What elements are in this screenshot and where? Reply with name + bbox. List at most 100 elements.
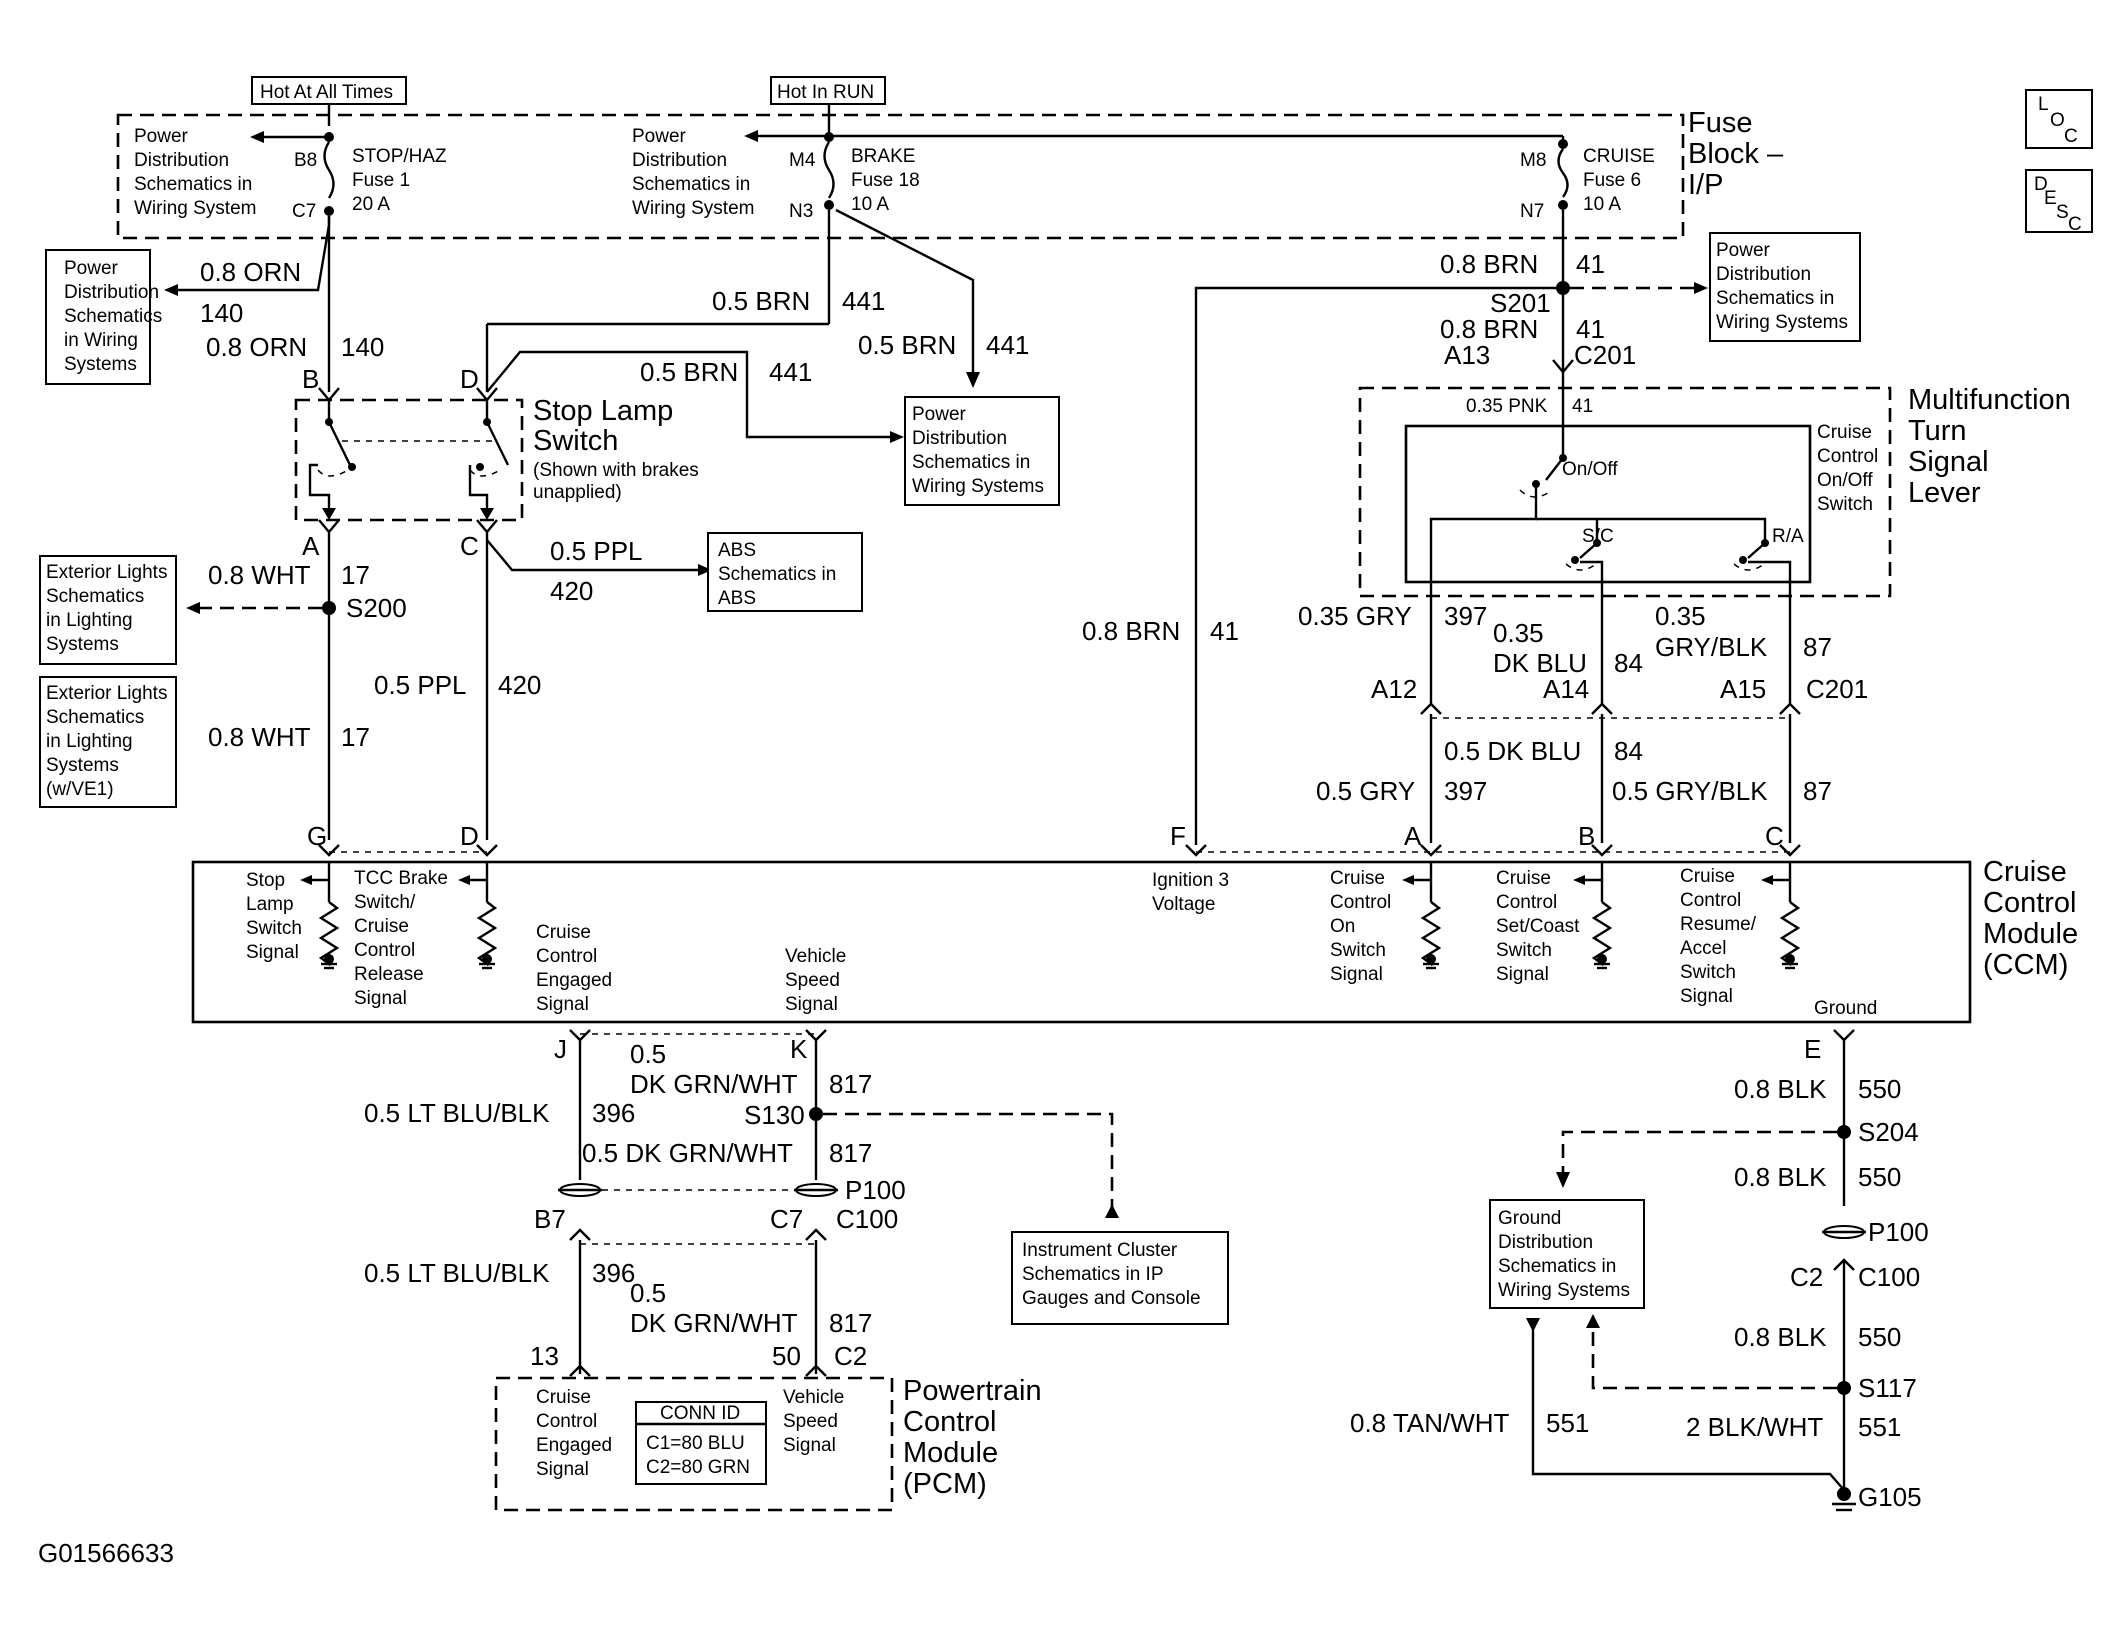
pd-text-mid: Power Distribution Schematics in Wiring … xyxy=(632,126,754,219)
svg-text:Wiring System: Wiring System xyxy=(632,198,754,219)
svg-text:Signal: Signal xyxy=(1496,964,1549,985)
svg-text:Control: Control xyxy=(1983,887,2077,919)
svg-text:0.8 ORN: 0.8 ORN xyxy=(206,332,307,362)
svg-text:N3: N3 xyxy=(789,201,813,222)
svg-text:(PCM): (PCM) xyxy=(903,1468,987,1500)
svg-text:17: 17 xyxy=(341,560,370,590)
svg-text:C100: C100 xyxy=(1858,1262,1920,1292)
svg-text:Signal: Signal xyxy=(785,994,838,1015)
svg-text:0.8 BLK: 0.8 BLK xyxy=(1734,1074,1827,1104)
svg-text:A: A xyxy=(1404,821,1422,851)
svg-text:Lever: Lever xyxy=(1908,477,1981,509)
svg-text:10 A: 10 A xyxy=(851,194,889,215)
svg-text:Power: Power xyxy=(1716,240,1771,261)
svg-text:in Lighting: in Lighting xyxy=(46,610,133,631)
svg-text:Ground: Ground xyxy=(1814,998,1877,1019)
ground-distribution-box xyxy=(1489,1199,1645,1309)
svg-text:Fuse 18: Fuse 18 xyxy=(851,170,920,191)
pcm-pin-labels: Cruise Control Engaged Signal Vehicle Sp… xyxy=(536,1387,844,1480)
hot-in-run-box xyxy=(770,76,886,105)
svg-text:Signal: Signal xyxy=(1908,446,1989,478)
svg-text:Switch: Switch xyxy=(1680,962,1736,983)
svg-text:Multifunction: Multifunction xyxy=(1908,384,2071,416)
svg-text:Distribution: Distribution xyxy=(1498,1232,1593,1253)
svg-text:397: 397 xyxy=(1444,776,1487,806)
svg-text:397: 397 xyxy=(1444,601,1487,631)
svg-text:Fuse 1: Fuse 1 xyxy=(352,170,410,191)
cruise-fuse-icon xyxy=(1557,148,1569,198)
svg-text:551: 551 xyxy=(1546,1408,1589,1438)
pd-box-mid-text: Power Distribution Schematics in Wiring … xyxy=(912,404,1044,497)
svg-text:Resume/: Resume/ xyxy=(1680,914,1757,935)
stop-lamp-switch-outline xyxy=(294,398,524,522)
svg-text:DK GRN/WHT: DK GRN/WHT xyxy=(630,1308,798,1338)
svg-text:2 BLK/WHT: 2 BLK/WHT xyxy=(1686,1412,1823,1442)
svg-text:Switch: Switch xyxy=(1330,940,1386,961)
svg-text:Schematics in: Schematics in xyxy=(718,564,836,585)
svg-text:Cruise: Cruise xyxy=(1330,868,1385,889)
svg-text:E: E xyxy=(1804,1034,1821,1064)
svg-text:Exterior Lights: Exterior Lights xyxy=(46,683,167,704)
svg-text:41: 41 xyxy=(1572,396,1593,417)
ground-g105: G105 xyxy=(1858,1482,1922,1512)
svg-text:CONN ID: CONN ID xyxy=(660,1403,740,1424)
figure-id: G01566633 xyxy=(38,1538,174,1568)
svg-text:550: 550 xyxy=(1858,1074,1901,1104)
svg-text:C: C xyxy=(460,531,479,561)
svg-text:0.5: 0.5 xyxy=(630,1278,666,1308)
svg-text:Accel: Accel xyxy=(1680,938,1726,959)
ccm-pin-labels: Stop Lamp Switch Signal TCC Brake Switch… xyxy=(246,866,1877,1019)
svg-text:Power: Power xyxy=(64,258,119,279)
svg-text:Power: Power xyxy=(632,126,687,147)
svg-text:D: D xyxy=(2034,174,2048,195)
svg-text:Schematics: Schematics xyxy=(46,586,144,607)
svg-text:Vehicle: Vehicle xyxy=(783,1387,844,1408)
svg-text:Schematics in IP: Schematics in IP xyxy=(1022,1264,1164,1285)
svg-text:0.8 WHT: 0.8 WHT xyxy=(208,560,311,590)
svg-text:0.8 BRN: 0.8 BRN xyxy=(1440,249,1538,279)
svg-text:Block –: Block – xyxy=(1688,138,1784,170)
svg-text:S201: S201 xyxy=(1490,288,1551,318)
svg-text:Cruise: Cruise xyxy=(1817,422,1872,443)
instrument-cluster-text: Instrument Cluster Schematics in IP Gaug… xyxy=(1022,1240,1201,1309)
splice-s130 xyxy=(809,1107,823,1121)
svg-text:Control: Control xyxy=(354,940,415,961)
svg-text:C7: C7 xyxy=(292,201,316,222)
stop-lamp-switch-contacts xyxy=(308,400,510,520)
svg-text:0.8 BLK: 0.8 BLK xyxy=(1734,1322,1827,1352)
svg-text:Signal: Signal xyxy=(354,988,407,1009)
location-icon[interactable]: L O C xyxy=(2025,89,2093,149)
svg-text:Control: Control xyxy=(536,1411,597,1432)
svg-text:Switch/: Switch/ xyxy=(354,892,416,913)
fuse-stop-top-terminal xyxy=(324,132,334,142)
description-icon[interactable]: D E S C xyxy=(2025,169,2093,235)
svg-text:Control: Control xyxy=(1496,892,1557,913)
svg-text:ABS: ABS xyxy=(718,540,756,561)
svg-text:87: 87 xyxy=(1803,776,1832,806)
svg-text:420: 420 xyxy=(550,576,593,606)
ccm-input-circuits xyxy=(300,862,1801,970)
exterior-lights-b-text: Exterior Lights Schematics in Lighting S… xyxy=(46,683,167,800)
svg-text:Control: Control xyxy=(903,1406,997,1438)
svg-text:On: On xyxy=(1330,916,1355,937)
svg-text:J: J xyxy=(554,1034,567,1064)
pd-text-left: Power Distribution Schematics in Wiring … xyxy=(134,126,256,219)
svg-text:13: 13 xyxy=(530,1341,559,1371)
svg-text:0.35: 0.35 xyxy=(1655,601,1706,631)
svg-text:0.5 DK BLU: 0.5 DK BLU xyxy=(1444,736,1581,766)
svg-text:(w/VE1): (w/VE1) xyxy=(46,779,114,800)
svg-text:0.5 DK GRN/WHT: 0.5 DK GRN/WHT xyxy=(582,1138,793,1168)
svg-text:Speed: Speed xyxy=(783,1411,838,1432)
svg-text:0.5 PPL: 0.5 PPL xyxy=(374,670,467,700)
svg-text:0.5 GRY: 0.5 GRY xyxy=(1316,776,1415,806)
svg-text:C201: C201 xyxy=(1806,674,1868,704)
svg-text:Switch: Switch xyxy=(533,425,618,457)
svg-text:41: 41 xyxy=(1576,314,1605,344)
svg-text:Systems: Systems xyxy=(64,354,137,375)
svg-text:0.35 PNK: 0.35 PNK xyxy=(1466,396,1548,417)
svg-text:0.5 BRN: 0.5 BRN xyxy=(858,330,956,360)
instrument-cluster-box xyxy=(1011,1231,1229,1325)
mf-switch-contacts: On/Off S/C R/A xyxy=(1429,372,1804,705)
